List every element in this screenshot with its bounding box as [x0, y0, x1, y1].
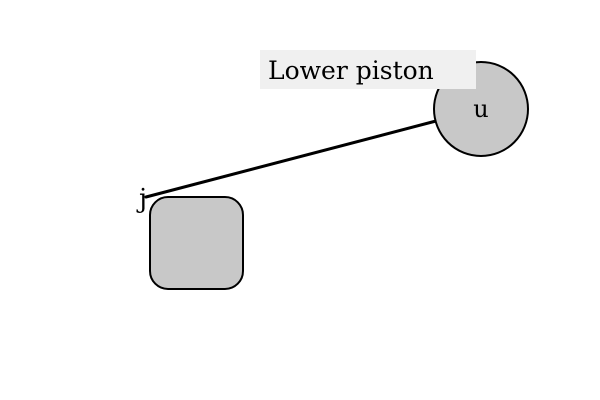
node-j-shape [149, 196, 244, 290]
node-u-label: u [473, 95, 488, 123]
annotation-box [260, 50, 476, 89]
node-j-label: j [136, 184, 147, 214]
annotation-label: Lower piston [268, 56, 434, 85]
edge-j-u [144, 119, 438, 199]
